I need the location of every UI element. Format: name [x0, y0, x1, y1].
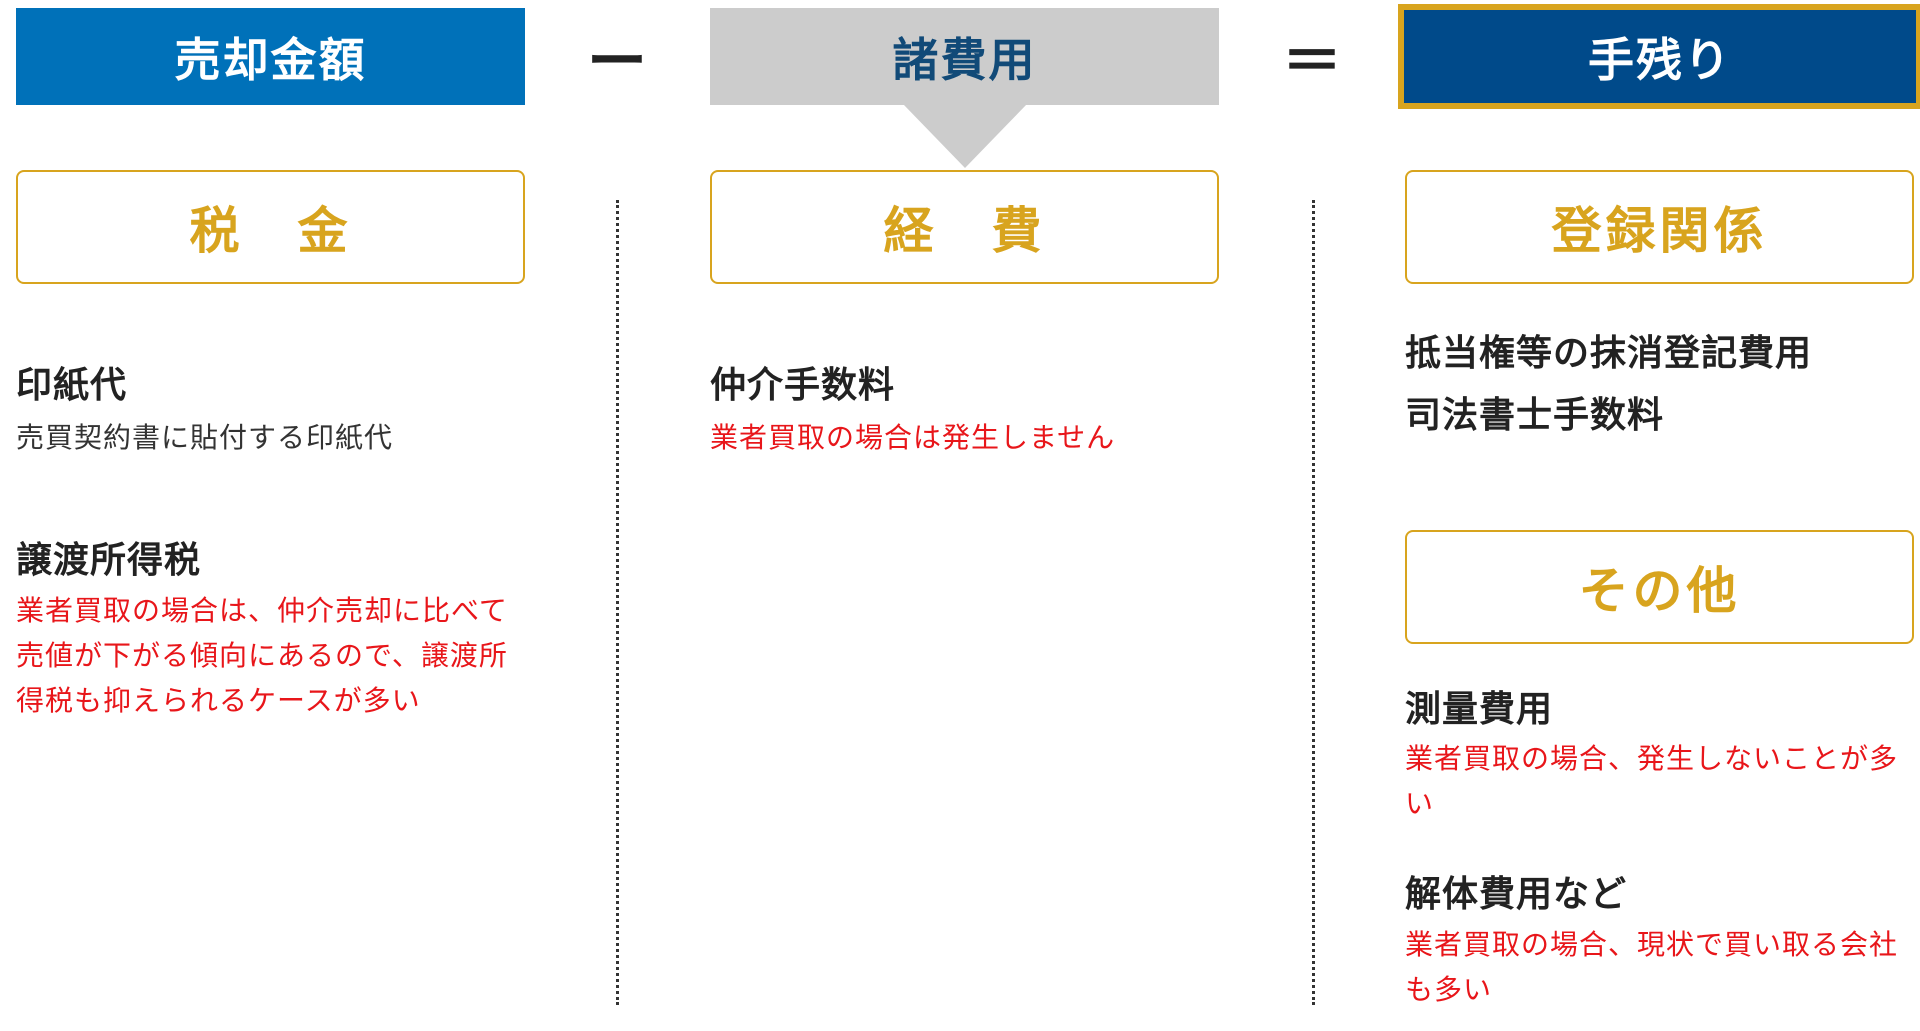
item-title-mortgage-cancellation: 抵当権等の抹消登記費用 — [1405, 332, 1813, 374]
item-title-demolition-cost: 解体費用など — [1405, 873, 1628, 915]
item-desc-survey-cost: 業者買取の場合、発生しないことが多い — [1405, 742, 1899, 820]
item-title-capital-gains-tax: 譲渡所得税 — [16, 539, 202, 581]
item-title-stamp-duty: 印紙代 — [16, 364, 128, 406]
item-title-scrivener-fee: 司法書士手数料 — [1405, 394, 1665, 436]
category-other-box: その他 — [1405, 530, 1914, 644]
minus-operator: ー — [587, 27, 647, 97]
category-expense-box: 経 費 — [710, 170, 1219, 284]
category-tax-box: 税 金 — [16, 170, 525, 284]
category-registration-box: 登録関係 — [1405, 170, 1914, 284]
item-desc-capital-gains-tax: 業者買取の場合は、仲介売却に比べて売値が下がる傾向にあるので、譲渡所得税も抑えら… — [16, 594, 508, 717]
item-desc-demolition-cost: 業者買取の場合、現状で買い取る会社も多い — [1405, 928, 1899, 1006]
item-desc-brokerage-fee: 業者買取の場合は発生しません — [710, 421, 1116, 454]
column-divider-left — [616, 200, 619, 1005]
net-proceeds-header: 手残り — [1398, 4, 1920, 109]
item-desc-stamp-duty: 売買契約書に貼付する印紙代 — [16, 421, 394, 454]
item-title-survey-cost: 測量費用 — [1405, 688, 1554, 730]
expenses-header: 諸費用 — [710, 8, 1219, 105]
equals-operator: ＝ — [1282, 27, 1342, 97]
expenses-pointer-arrow — [903, 104, 1027, 168]
item-title-brokerage-fee: 仲介手数料 — [710, 364, 896, 406]
sale-amount-header: 売却金額 — [16, 8, 525, 105]
column-divider-right — [1312, 200, 1315, 1005]
